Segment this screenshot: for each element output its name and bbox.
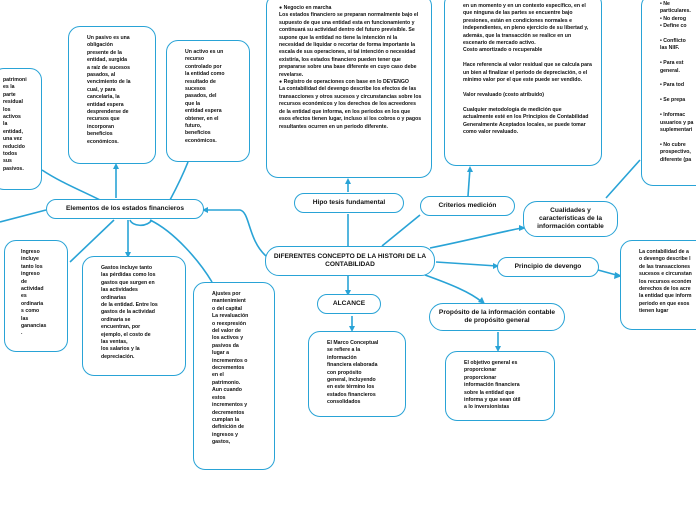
note-patrimonio[interactable]: patrimoni es la parte residual los activ… — [0, 68, 42, 190]
branch-proposito[interactable]: Propósito de la información contable de … — [429, 303, 565, 331]
note-hipotesis-detail[interactable]: ● Negocio en marcha Los estados financie… — [266, 0, 432, 178]
branch-cualidades[interactable]: Cualidades y características de la infor… — [523, 201, 618, 237]
note-ingresos[interactable]: Ingreso incluye tanto los ingreso de act… — [4, 240, 68, 352]
note-ajustes[interactable]: Ajustes por mantenimient o del capital L… — [193, 282, 275, 470]
note-activo[interactable]: Un activo es un recurso controlado por l… — [166, 40, 250, 162]
note-pasivo[interactable]: Un pasivo es una obligación presente de … — [68, 26, 156, 164]
branch-criterios[interactable]: Criterios medición — [420, 196, 515, 216]
note-cualidades-detail[interactable]: • Ne particulares. • No derog • Define c… — [641, 0, 696, 186]
note-alcance-detail[interactable]: El Marco Conceptual se refiere a la info… — [308, 331, 406, 417]
branch-elementos[interactable]: Elementos de los estados financieros — [46, 199, 204, 219]
note-criterios-detail[interactable]: en un momento y en un contexto específic… — [444, 0, 602, 166]
branch-devengo[interactable]: Principio de devengo — [497, 257, 599, 277]
note-devengo-detail[interactable]: La contabilidad de a o devengo describe … — [620, 240, 696, 330]
note-gastos[interactable]: Gastos incluye tanto las pérdidas como l… — [82, 256, 186, 376]
central-topic[interactable]: DIFERENTES CONCEPTO DE LA HISTORI DE LA … — [265, 246, 435, 276]
branch-hipotesis[interactable]: Hipo tesis fundamental — [294, 193, 404, 213]
note-proposito-detail[interactable]: El objetivo general es proporcionar prop… — [445, 351, 555, 421]
branch-alcance[interactable]: ALCANCE — [317, 294, 381, 314]
